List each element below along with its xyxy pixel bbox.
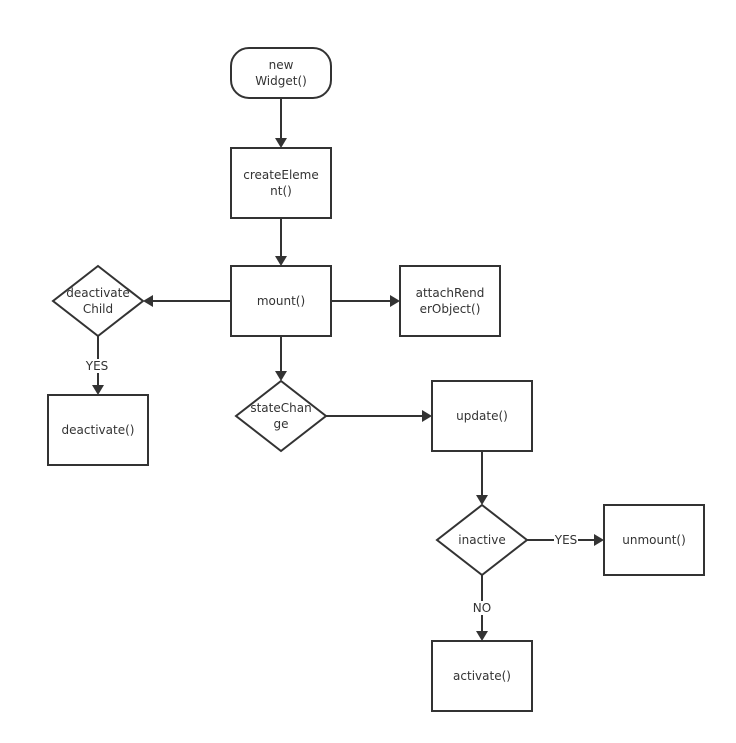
node-activate[interactable]: activate() — [431, 640, 533, 712]
arrowhead-icon — [422, 410, 432, 422]
edge-mount-to-attach-render-object — [331, 295, 400, 307]
node-label-line: update() — [456, 409, 508, 423]
edge-create-element-to-mount — [275, 218, 287, 266]
edge-label-background — [554, 533, 578, 547]
node-label-line: deactivate — [66, 286, 130, 300]
edge-label-background — [470, 601, 494, 615]
arrowhead-icon — [390, 295, 400, 307]
edges-layer — [92, 98, 604, 641]
arrowhead-icon — [476, 495, 488, 505]
arrowhead-icon — [143, 295, 153, 307]
terminator-shape — [230, 47, 332, 99]
process-shape — [47, 394, 149, 466]
arrowhead-icon — [594, 534, 604, 546]
node-label-line: nt() — [270, 184, 292, 198]
node-deactivate[interactable]: deactivate() — [47, 394, 149, 466]
node-state-change[interactable]: stateChan ge — [234, 379, 328, 453]
arrowhead-icon — [476, 631, 488, 641]
edge-label-text: NO — [473, 601, 491, 615]
edge-label-yes: YES — [554, 533, 578, 547]
node-attach-render-object[interactable]: attachRend erObject() — [399, 265, 501, 337]
node-update[interactable]: update() — [431, 380, 533, 452]
node-unmount[interactable]: unmount() — [603, 504, 705, 576]
node-label-line: attachRend — [416, 286, 485, 300]
arrowhead-icon — [275, 256, 287, 266]
edge-new-widget-to-create-element — [275, 98, 287, 148]
node-label-line: Widget() — [255, 74, 307, 88]
edge-update-to-inactive — [476, 451, 488, 505]
node-label-line: erObject() — [420, 302, 481, 316]
node-label-line: new — [269, 58, 294, 72]
process-shape — [431, 380, 533, 452]
node-label-line: inactive — [458, 533, 505, 547]
edge-mount-to-state-change — [275, 336, 287, 381]
node-label-line: unmount() — [622, 533, 686, 547]
process-shape — [230, 147, 332, 219]
decision-shape — [234, 379, 328, 453]
node-label-line: ge — [274, 417, 289, 431]
node-label-line: createEleme — [243, 168, 318, 182]
edge-label-yes: YES — [85, 359, 109, 373]
edge-label-text: YES — [554, 533, 578, 547]
edge-state-change-to-update — [326, 410, 432, 422]
process-shape — [399, 265, 501, 337]
edge-labels-layer: YES YES NO — [85, 359, 578, 615]
decision-shape — [51, 264, 145, 338]
edge-label-text: YES — [85, 359, 109, 373]
node-label-line: Child — [83, 302, 113, 316]
node-label-line: activate() — [453, 669, 511, 683]
arrowhead-icon — [275, 138, 287, 148]
process-shape — [431, 640, 533, 712]
decision-shape — [435, 503, 529, 577]
arrowhead-icon — [275, 371, 287, 381]
node-create-element[interactable]: createEleme nt() — [230, 147, 332, 219]
edge-label-no: NO — [470, 601, 494, 615]
edge-mount-to-deactivate-child — [143, 295, 231, 307]
node-mount[interactable]: mount() — [230, 265, 332, 337]
node-inactive[interactable]: inactive — [435, 503, 529, 577]
process-shape — [603, 504, 705, 576]
node-label-line: stateChan — [250, 401, 311, 415]
arrowhead-icon — [92, 385, 104, 395]
node-label-line: deactivate() — [62, 423, 135, 437]
node-label-line: mount() — [257, 294, 305, 308]
edge-label-background — [85, 359, 109, 373]
process-shape — [230, 265, 332, 337]
